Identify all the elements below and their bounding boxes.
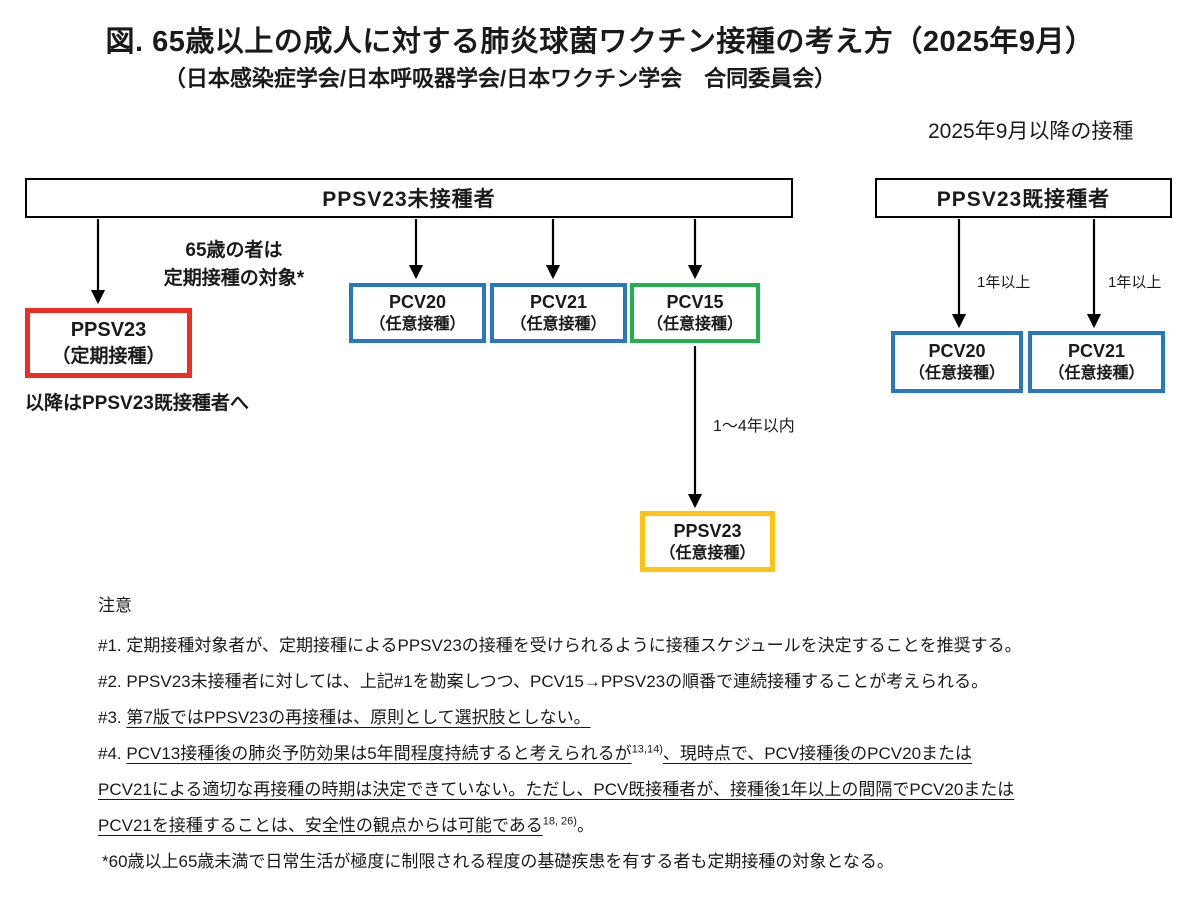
citation-superscript: 13,14) — [631, 743, 663, 756]
interval-label-1-year-right: 1年以上 — [1108, 274, 1162, 291]
notes-heading: 注意 — [98, 596, 132, 615]
figure-title: 図. 65歳以上の成人に対する肺炎球菌ワクチン接種の考え方（2025年9月） — [105, 26, 1095, 58]
group-header-ppsv23-unvaccinated: PPSV23未接種者 — [25, 178, 793, 218]
note-1: #1. 定期接種対象者が、定期接種によるPPSV23の接種を受けられるように接種… — [98, 636, 1022, 655]
note-3-prefix: #3. — [98, 708, 127, 727]
notes-section: 注意 #1. 定期接種対象者が、定期接種によるPPSV23の接種を受けられるよう… — [98, 588, 1193, 880]
vaccine-name: PCV15 — [666, 292, 724, 313]
group-header-label: PPSV23既接種者 — [936, 188, 1111, 211]
note-4-segment: 、現時点で、PCV接種後のPCV20または — [662, 744, 973, 763]
box-pcv20-optional: PCV20 （任意接種） — [349, 283, 486, 343]
note-2: #2. PPSV23未接種者に対しては、上記#1を勘案しつつ、PCV15→PPS… — [98, 672, 989, 691]
note-4-prefix: #4. — [98, 744, 127, 763]
note-4-segment: PCV21を接種することは、安全性の観点からは可能である — [98, 816, 543, 835]
note-4-segment: PCV13接種後の肺炎予防効果は5年間程度持続すると考えられるが — [126, 744, 632, 763]
vaccine-name: PCV21 — [1067, 341, 1126, 362]
group-header-label: PPSV23未接種者 — [322, 188, 496, 211]
vaccine-type: （任意接種） — [369, 316, 466, 334]
vaccine-name: PPSV23 — [673, 520, 742, 541]
vaccine-type: （任意接種） — [659, 544, 756, 562]
vaccine-name: PPSV23 — [70, 318, 147, 341]
note-4-line-3: PCV21を接種することは、安全性の観点からは可能である18, 26)。 — [98, 808, 1193, 844]
vaccine-type: （任意接種） — [646, 316, 743, 334]
after-routine-note: 以降はPPSV23既接種者へ — [25, 393, 249, 414]
vaccine-type: （任意接種） — [1048, 365, 1145, 383]
box-pcv15-optional: PCV15 （任意接種） — [630, 283, 760, 343]
vaccine-name: PCV20 — [388, 292, 447, 313]
citation-superscript: 18, 26) — [542, 815, 577, 828]
vaccine-name: PCV20 — [928, 341, 986, 362]
box-pcv20-after-ppsv23: PCV20 （任意接種） — [891, 331, 1023, 393]
vaccine-type: （任意接種） — [510, 316, 607, 334]
note-4-segment: PCV21による適切な再接種の時期は決定できていない。ただし、PCV既接種者が、… — [98, 780, 1015, 799]
routine-eligibility-line2: 定期接種の対象* — [163, 268, 305, 289]
group-header-ppsv23-vaccinated: PPSV23既接種者 — [875, 178, 1172, 218]
box-pcv21-optional: PCV21 （任意接種） — [490, 283, 627, 343]
box-pcv21-after-ppsv23: PCV21 （任意接種） — [1028, 331, 1165, 393]
note-4-line-2: PCV21による適切な再接種の時期は決定できていない。ただし、PCV既接種者が、… — [98, 772, 1193, 808]
box-ppsv23-routine: PPSV23 （定期接種） — [25, 308, 192, 378]
note-3-body: 第7版ではPPSV23の再接種は、原則として選択肢としない。 — [126, 708, 591, 727]
figure-subtitle: （日本感染症学会/日本呼吸器学会/日本ワクチン学会 合同委員会） — [163, 66, 837, 91]
note-4-segment: 。 — [576, 816, 594, 835]
note-asterisk: *60歳以上65歳未満で日常生活が極度に制限される程度の基礎疾患を有する者も定期… — [102, 852, 894, 871]
period-note: 2025年9月以降の接種 — [928, 120, 1134, 143]
routine-eligibility-label: 65歳の者は 定期接種の対象* — [118, 237, 350, 293]
vaccine-type: （定期接種） — [51, 345, 166, 367]
routine-eligibility-line1: 65歳の者は — [185, 240, 283, 261]
note-4-line-1: #4. PCV13接種後の肺炎予防効果は5年間程度持続すると考えられるが13,1… — [98, 736, 1193, 772]
box-ppsv23-optional: PPSV23 （任意接種） — [640, 511, 775, 572]
vaccine-type: （任意接種） — [908, 365, 1005, 383]
interval-label-1-year-left: 1年以上 — [977, 274, 1031, 291]
vaccine-name: PCV21 — [529, 292, 588, 313]
interval-label-1-4-years: 1～4年以内 — [713, 418, 795, 435]
note-3: #3. 第7版ではPPSV23の再接種は、原則として選択肢としない。 — [98, 700, 1193, 736]
